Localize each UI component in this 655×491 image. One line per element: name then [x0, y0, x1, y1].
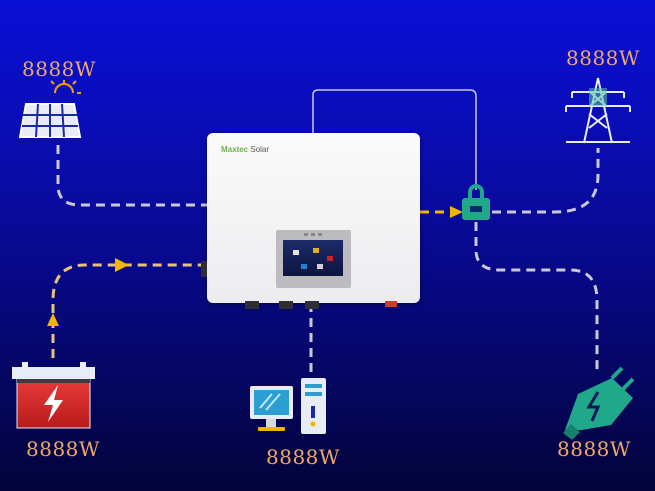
inverter-brand: Maxtec Solar	[221, 145, 269, 154]
grid-power-reading: 8888W	[566, 46, 640, 70]
screen-pixel	[313, 248, 319, 253]
screen-pixel	[293, 250, 299, 255]
battery-power-reading: 8888W	[26, 437, 100, 461]
inverter-side-port	[201, 261, 207, 277]
load-power-reading: 8888W	[266, 445, 340, 469]
ct-meter-icon	[462, 184, 490, 220]
ev-flow-line	[474, 222, 599, 375]
ev-power-reading: 8888W	[557, 437, 631, 461]
battery-flow-line	[51, 263, 207, 358]
inverter-port	[385, 301, 397, 307]
meter-wire	[312, 89, 477, 190]
grid-flow-line	[492, 148, 600, 214]
ev-charger-icon	[563, 366, 635, 440]
indicator-led	[311, 233, 315, 236]
screen-pixel	[301, 264, 307, 269]
inverter-brand-primary: Maxtec	[221, 145, 249, 154]
screen-pixel	[327, 256, 333, 261]
inverter-screen	[283, 240, 343, 276]
screen-pixel	[317, 264, 323, 269]
flow-arrow-right	[450, 206, 463, 218]
inverter-port	[305, 301, 319, 309]
solar-panel-icon	[18, 80, 82, 138]
inverter-display[interactable]	[276, 230, 351, 288]
inverter-port	[245, 301, 259, 309]
inverter-unit[interactable]: Maxtec Solar	[201, 133, 420, 309]
computer-icon	[250, 378, 326, 434]
inverter-brand-secondary: Solar	[250, 145, 270, 154]
inverter-port	[279, 301, 293, 309]
indicator-led	[318, 233, 322, 236]
solar-flow-line	[56, 145, 207, 207]
flow-arrow-up	[47, 313, 59, 326]
battery-icon	[12, 362, 95, 429]
power-tower-icon	[565, 77, 631, 144]
flow-arrow-right-battery	[115, 258, 129, 272]
solar-power-reading: 8888W	[22, 57, 96, 81]
indicator-led	[304, 233, 308, 236]
